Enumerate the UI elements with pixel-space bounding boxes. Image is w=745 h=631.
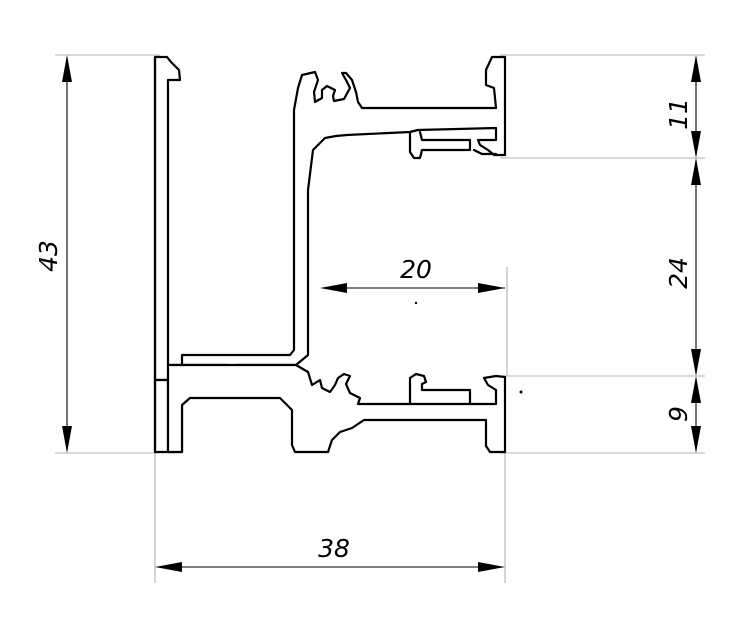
center-marks [414, 301, 523, 394]
dim-top-flange: 11 [664, 98, 693, 130]
dim-opening-width: 20 [400, 255, 432, 284]
dim-total-width: 38 [318, 534, 350, 563]
profile-lower-flange [166, 363, 507, 454]
profile-outline [153, 55, 507, 454]
dim-opening-height: 24 [664, 257, 693, 289]
upper-hook-right [472, 148, 498, 156]
lower-hook-left [408, 372, 472, 406]
profile-inner-web [153, 378, 170, 454]
dimension-lines [62, 55, 701, 572]
dim-total-height: 43 [34, 240, 63, 272]
dim-bottom-flange: 9 [664, 406, 693, 422]
aluminium-profile [153, 55, 507, 454]
upper-hook-left [408, 130, 472, 160]
extension-lines [55, 54, 705, 583]
